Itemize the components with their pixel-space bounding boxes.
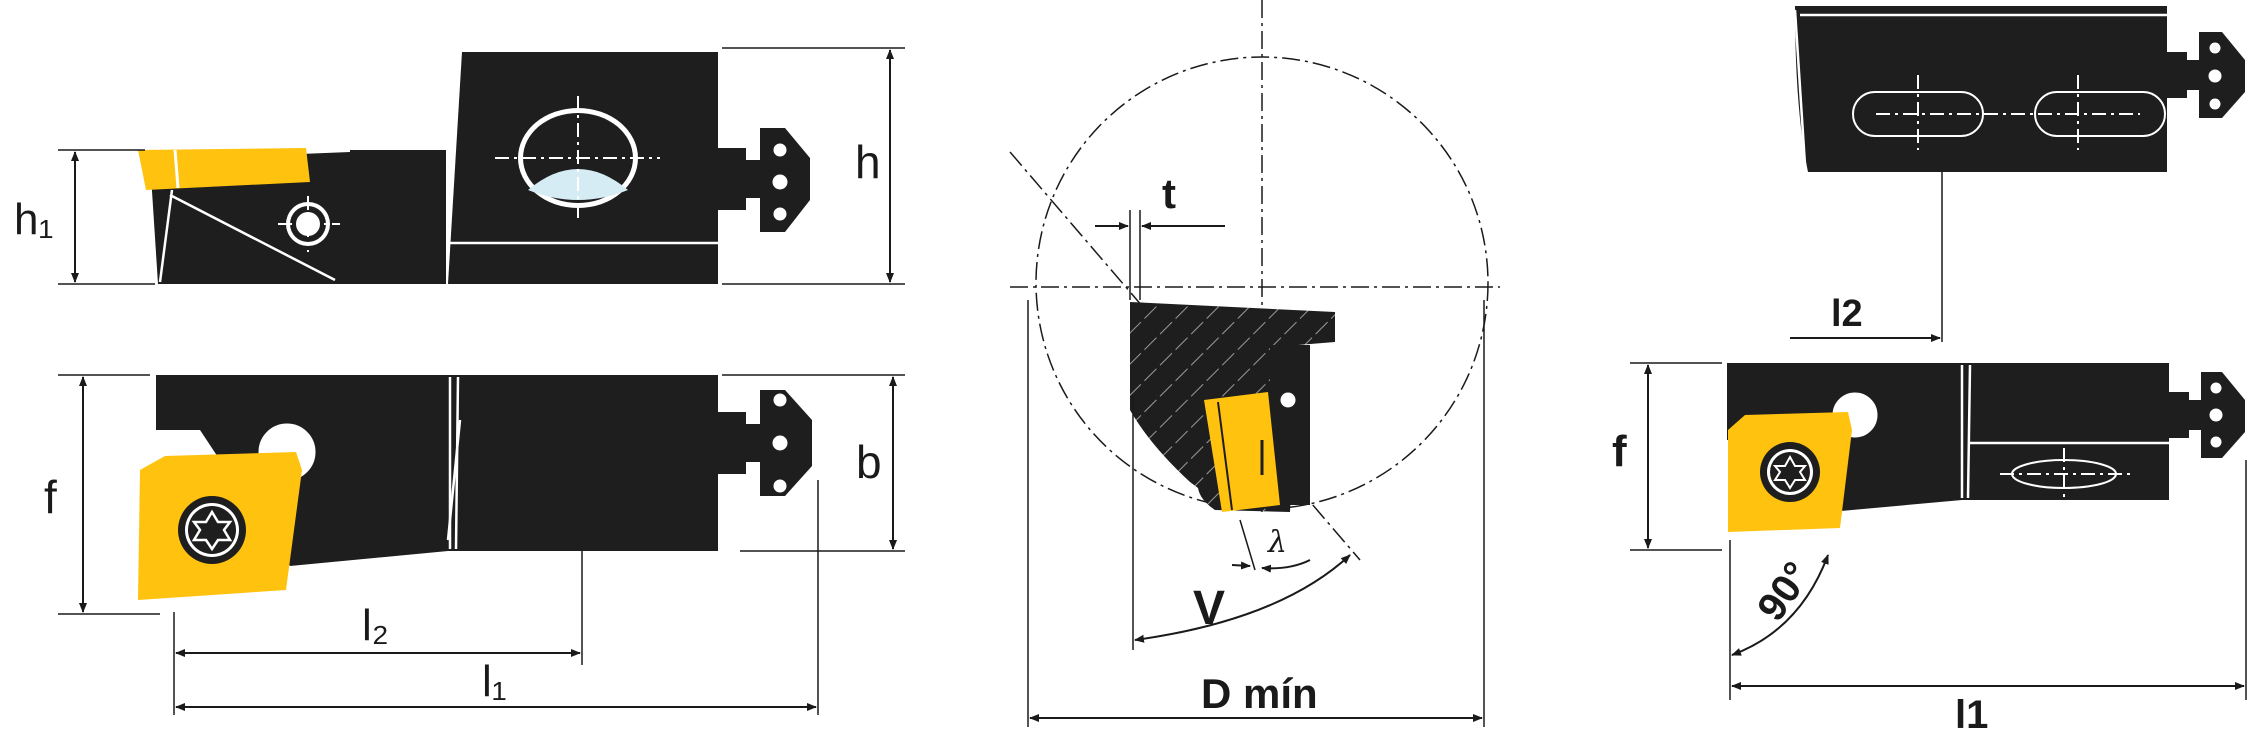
h1-label: h₁ (14, 195, 53, 244)
insert-edge-line (1217, 401, 1233, 511)
b-label: b (856, 436, 882, 488)
bore-view: t λ V D mín (1009, 0, 1500, 727)
bar-top-body (1795, 6, 2167, 172)
side-view: h₁ h (14, 47, 905, 285)
right-top-view: l2 (1790, 6, 2245, 342)
l2-left-label: l₂ (362, 601, 389, 650)
top-view: f b l₂ l₁ (44, 374, 905, 715)
coolant-hole-icon (495, 96, 660, 222)
f-left-label: f (44, 471, 57, 523)
lambda-arrow (1261, 559, 1311, 573)
v-label: V (1193, 582, 1225, 635)
coolant-slot-icon (2000, 448, 2130, 498)
head-edge-line (169, 193, 336, 282)
head-edge-line (446, 419, 462, 541)
head-edge-line (158, 189, 174, 283)
shank-step-line (1966, 364, 1972, 499)
l1-right-label: l1 (1955, 693, 1988, 737)
coupling-head-icon (718, 128, 810, 232)
right-bottom-view: f 90° l1 (1612, 362, 2247, 737)
torx-screw-icon (178, 496, 246, 564)
h-label: h (855, 136, 881, 188)
insert-side (138, 148, 310, 190)
insert-edge-line (173, 149, 180, 189)
lambda-label: λ (1267, 525, 1287, 560)
bar-top-edge (1793, 9, 1807, 166)
l1-left-label: l₁ (482, 657, 507, 706)
shank-step-line (454, 376, 460, 550)
coupling-head-icon (2169, 372, 2245, 458)
f-right-label: f (1612, 427, 1627, 476)
lambda-arrow (1231, 561, 1251, 570)
t-label: t (1162, 170, 1176, 217)
torx-screw-icon (1760, 442, 1820, 502)
coupling-head-icon (2167, 32, 2245, 118)
tool-shank-top (448, 375, 718, 551)
lambda-extension-line (1239, 519, 1256, 571)
l2-right-label: l2 (1831, 293, 1863, 335)
angle-90-label: 90° (1749, 554, 1820, 629)
coolant-slot-icon (1852, 75, 2166, 150)
clamp-screw-icon (278, 196, 340, 252)
insert-bore-view (1204, 392, 1280, 512)
tool-neck-side (350, 150, 446, 284)
clamp-hole-icon (1277, 389, 1299, 411)
dmin-label: D mín (1201, 670, 1318, 717)
v-angle-arc (1134, 554, 1351, 643)
angle-90-arc (1731, 554, 1829, 656)
coupling-head-icon (718, 390, 812, 496)
